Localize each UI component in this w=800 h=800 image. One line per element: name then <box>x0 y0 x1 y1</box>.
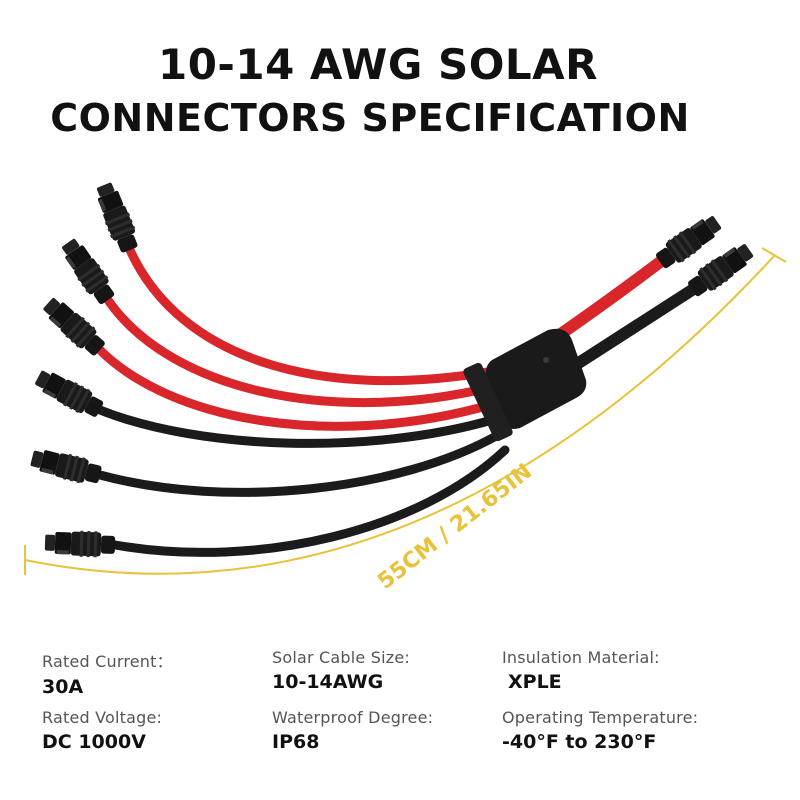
input-connector-red-2 <box>57 235 119 308</box>
input-connector-red-3 <box>39 293 109 360</box>
output-black-cable <box>554 284 698 381</box>
spec-label: Waterproof Degree: <box>272 708 434 727</box>
spec-label: Rated Current： <box>42 652 173 671</box>
spec-label: Solar Cable Size: <box>272 648 411 667</box>
length-label: 55CM / 21.65IN <box>373 459 537 595</box>
spec-value: 30A <box>42 676 84 698</box>
black-cable-3 <box>110 445 510 557</box>
black-cable-2 <box>95 430 503 497</box>
input-connector-red-1 <box>91 180 143 255</box>
spec-value: XPLE <box>508 671 562 693</box>
spec-value: 10-14AWG <box>272 671 384 693</box>
title-line-1: 10-14 AWG SOLAR <box>157 40 599 89</box>
spec-value: -40°F to 230°F <box>502 731 657 753</box>
dimension-arc <box>24 254 776 575</box>
dimension-tick-right <box>761 247 787 263</box>
input-connector-black-3 <box>44 529 116 558</box>
spec-label: Rated Voltage: <box>42 708 163 727</box>
red-cable-3 <box>95 345 495 431</box>
spec-label: Insulation Material: <box>502 648 660 667</box>
spec-value: IP68 <box>272 731 320 753</box>
spec-waterproof-degree: Waterproof Degree: IP68 <box>272 708 433 753</box>
spec-insulation-material: Insulation Material: XPLE <box>502 648 660 693</box>
red-cable-2 <box>103 295 493 407</box>
spec-label: Operating Temperature: <box>502 708 699 727</box>
input-connector-black-2 <box>28 445 104 488</box>
spec-rated-voltage: Rated Voltage: DC 1000V <box>42 708 162 753</box>
red-cable-1 <box>125 245 493 386</box>
junction-box <box>463 328 587 442</box>
input-connector-black-1 <box>32 365 107 422</box>
title-line-2: CONNECTORS SPECIFICATION <box>50 96 690 140</box>
spec-rated-current: Rated Current： 30A <box>42 648 173 698</box>
branch-cable-illustration: 55CM / 21.65IN <box>24 180 787 595</box>
spec-cable-size: Solar Cable Size: 10-14AWG <box>272 648 410 693</box>
black-cable-1 <box>95 405 497 448</box>
spec-operating-temperature: Operating Temperature: -40°F to 230°F <box>502 708 698 753</box>
spec-value: DC 1000V <box>42 731 146 753</box>
